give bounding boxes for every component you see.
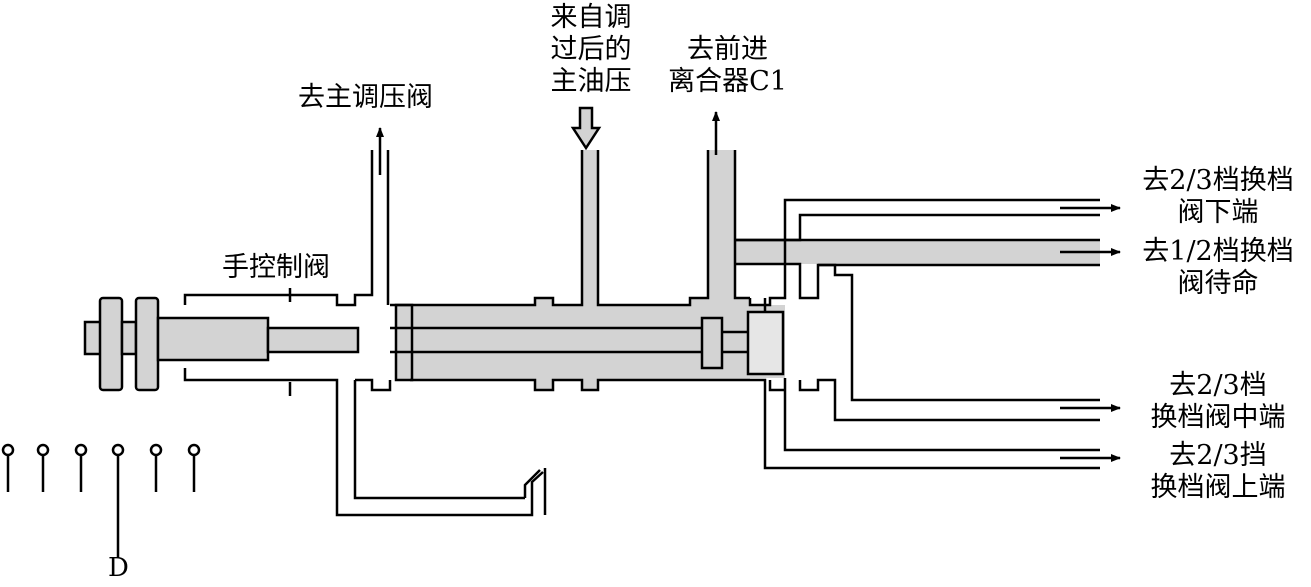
pressurized-fluid bbox=[390, 150, 1100, 390]
to-23-lower-line-2: 阀下端 bbox=[1177, 197, 1259, 228]
to-12-standby-line-2: 阀待命 bbox=[1177, 268, 1259, 299]
to-forward-clutch-line-1: 去前进 bbox=[687, 34, 768, 65]
detent-d-label: D bbox=[108, 553, 129, 583]
to-forward-clutch-label: 去前进 离合器C1 bbox=[655, 34, 800, 98]
to-23-upper-line-2: 换档阀上端 bbox=[1150, 472, 1286, 503]
valve-handle bbox=[83, 296, 360, 392]
to-forward-clutch-line-2: 离合器C1 bbox=[668, 66, 787, 97]
to-23-lower-label: 去2/3档换档 阀下端 bbox=[1128, 165, 1308, 229]
manual-valve-label: 手控制阀 bbox=[222, 252, 330, 283]
to-23-middle-line-2: 换档阀中端 bbox=[1150, 402, 1286, 433]
to-23-upper-label: 去2/3挡 换档阀上端 bbox=[1128, 440, 1308, 504]
detent-pins bbox=[1, 443, 201, 558]
to-23-upper-line-1: 去2/3挡 bbox=[1169, 440, 1267, 471]
to-12-standby-line-1: 去1/2档换档 bbox=[1142, 236, 1294, 267]
to-12-standby-label: 去1/2档换档 阀待命 bbox=[1128, 236, 1308, 300]
flow-arrows bbox=[376, 111, 1121, 462]
valve-body bbox=[183, 150, 1100, 517]
from-regulated-line-2: 过后的 bbox=[550, 34, 632, 65]
inlet-arrow-icon bbox=[570, 106, 602, 151]
from-regulated-line-3: 主油压 bbox=[550, 66, 632, 97]
to-23-middle-line-1: 去2/3档 bbox=[1169, 370, 1267, 401]
to-main-regulator-label: 去主调压阀 bbox=[298, 82, 433, 113]
from-regulated-line-1: 来自调 bbox=[550, 2, 632, 33]
from-regulated-label: 来自调 过后的 主油压 bbox=[536, 2, 646, 98]
to-23-lower-line-1: 去2/3档换档 bbox=[1142, 165, 1294, 196]
to-23-middle-label: 去2/3档 换档阀中端 bbox=[1128, 370, 1308, 434]
